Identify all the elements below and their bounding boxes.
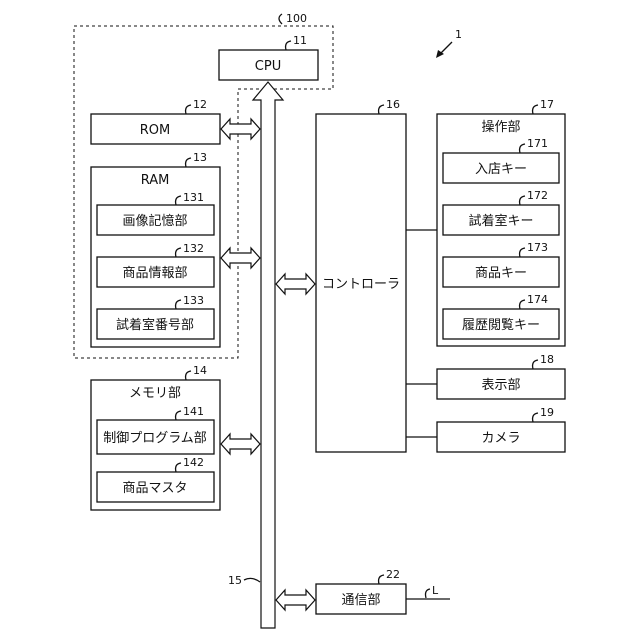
operation-key-ref: 173 [527,241,548,254]
operation-key-label: 試着室キー [468,213,533,229]
ram-ref: 13 [193,151,207,164]
operation-key-ref: 171 [527,137,548,150]
memory-item-label: 商品マスタ [122,481,187,496]
memory-label: メモリ部 [129,386,181,401]
ram-item-label: 画像記憶部 [122,213,187,229]
display-ref: 18 [540,353,554,366]
operation-key-ref: 174 [527,293,548,306]
operation-key-label: 入店キー [475,162,527,177]
ram-item-label: 商品情報部 [122,266,187,281]
operation-key-label: 商品キー [475,266,527,281]
comm-bus-arrow [276,590,315,610]
memory-bus-arrow [221,434,260,454]
camera-label: カメラ [481,431,520,446]
operation-ref: 17 [540,98,554,111]
display-label: 表示部 [481,378,520,393]
operation-key-ref: 172 [527,189,548,202]
controller-label: コントローラ [322,277,400,292]
controller-ref: 16 [386,98,400,111]
bus-ref: 15 [228,574,242,587]
operation-key-label: 履歴閲覧キー [462,317,540,333]
ram-item-ref: 133 [183,294,204,307]
camera-ref: 19 [540,406,554,419]
comm-ref: 22 [386,568,400,581]
system-bus [253,82,283,628]
memory-item-ref: 141 [183,405,204,418]
rom-ref: 12 [193,98,207,111]
cpu-label: CPU [255,59,281,74]
memory-item-label: 制御プログラム部 [103,431,207,446]
memory-ref: 14 [193,364,207,377]
rom-bus-arrow [221,119,260,139]
controller-bus-arrow [276,274,315,294]
comm-label: 通信部 [341,593,380,608]
ram-label: RAM [141,173,170,188]
ram-bus-arrow [221,248,260,268]
group-100-ref: 100 [286,12,307,25]
network-line-label: L [432,584,439,597]
ram-item-ref: 132 [183,242,204,255]
memory-item-ref: 142 [183,456,204,469]
rom-label: ROM [140,123,170,138]
ram-item-label: 試着室番号部 [116,317,194,333]
ram-item-ref: 131 [183,191,204,204]
operation-label: 操作部 [481,119,520,135]
figure-ref: 1 [455,28,462,41]
cpu-ref: 11 [293,34,307,47]
